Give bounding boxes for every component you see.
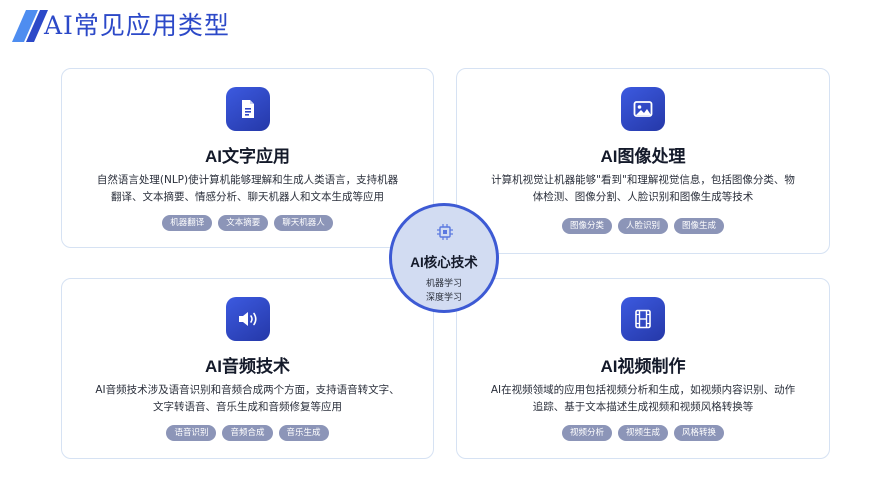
card-description: 自然语言处理(NLP)使计算机能够理解和生成人类语言，支持机器 翻译、文本摘要、… — [80, 172, 415, 206]
tag-list: 语音识别 音频合成 音乐生成 — [62, 425, 433, 441]
card-description-line: 自然语言处理(NLP)使计算机能够理解和生成人类语言，支持机器 — [96, 174, 399, 186]
card-audio-ai: AI音频技术 AI音频技术涉及语音识别和音频合成两个方面，支持语音转文字、 文字… — [61, 278, 434, 459]
card-description: AI在视频领域的应用包括视频分析和生成，如视频内容识别、动作 追踪、基于文本描述… — [475, 382, 811, 416]
card-description-line: 计算机视觉让机器能够"看到"和理解视觉信息，包括图像分类、物 — [491, 174, 795, 186]
core-technology-circle: AI核心技术 机器学习 深度学习 — [389, 203, 499, 313]
document-icon — [225, 87, 270, 131]
card-description-line: 追踪、基于文本描述生成视频和视频风格转换等 — [532, 401, 754, 413]
card-video-ai: AI视频制作 AI在视频领域的应用包括视频分析和生成，如视频内容识别、动作 追踪… — [456, 278, 830, 459]
card-title: AI视频制作 — [600, 357, 686, 376]
image-icon — [621, 87, 665, 131]
card-image-ai: AI图像处理 计算机视觉让机器能够"看到"和理解视觉信息，包括图像分类、物 体检… — [456, 68, 830, 254]
card-description-line: 体检测、图像分割、人脸识别和图像生成等技术 — [532, 191, 754, 203]
film-icon — [621, 297, 665, 341]
core-item-deep-learning: 深度学习 — [425, 293, 462, 303]
card-description: AI音频技术涉及语音识别和音频合成两个方面，支持语音转文字、 文字转语音、音乐生… — [80, 382, 415, 416]
tag-list: 图像分类 人脸识别 图像生成 — [457, 218, 829, 234]
tag-list: 机器翻译 文本摘要 聊天机器人 — [62, 215, 433, 231]
speaker-icon — [225, 297, 270, 341]
tag-style-transfer[interactable]: 风格转换 — [674, 425, 725, 441]
tag-chatbot[interactable]: 聊天机器人 — [274, 215, 333, 231]
tag-speech-recognition[interactable]: 语音识别 — [166, 425, 217, 441]
card-title: AI音频技术 — [205, 357, 290, 376]
tag-video-analysis[interactable]: 视频分析 — [561, 425, 612, 441]
card-title: AI文字应用 — [205, 147, 290, 166]
tag-face-recognition[interactable]: 人脸识别 — [617, 218, 668, 234]
page-title: AI常见应用类型 — [44, 11, 230, 40]
tag-audio-synthesis[interactable]: 音频合成 — [222, 425, 273, 441]
core-item-machine-learning: 机器学习 — [425, 279, 462, 289]
card-description-line: AI在视频领域的应用包括视频分析和生成，如视频内容识别、动作 — [490, 384, 796, 396]
card-description: 计算机视觉让机器能够"看到"和理解视觉信息，包括图像分类、物 体检测、图像分割、… — [475, 172, 811, 206]
tag-list: 视频分析 视频生成 风格转换 — [457, 425, 829, 441]
slash-logo-icon — [12, 10, 48, 42]
card-text-ai: AI文字应用 自然语言处理(NLP)使计算机能够理解和生成人类语言，支持机器 翻… — [61, 68, 434, 248]
tag-image-generation[interactable]: 图像生成 — [674, 218, 725, 234]
tag-image-classification[interactable]: 图像分类 — [561, 218, 612, 234]
card-description-line: 文字转语音、音乐生成和音频修复等应用 — [153, 401, 342, 413]
card-title: AI图像处理 — [600, 147, 686, 166]
tag-text-summary[interactable]: 文本摘要 — [218, 215, 269, 231]
title-bar: AI常见应用类型 — [0, 6, 888, 46]
card-description-line: AI音频技术涉及语音识别和音频合成两个方面，支持语音转文字、 — [95, 384, 400, 396]
tag-music-generation[interactable]: 音乐生成 — [278, 425, 329, 441]
chip-icon — [437, 224, 453, 240]
card-description-line: 翻译、文本摘要、情感分析、聊天机器人和文本生成等应用 — [111, 191, 384, 203]
tag-machine-translation[interactable]: 机器翻译 — [162, 215, 213, 231]
core-title: AI核心技术 — [410, 255, 478, 270]
tag-video-generation[interactable]: 视频生成 — [617, 425, 668, 441]
